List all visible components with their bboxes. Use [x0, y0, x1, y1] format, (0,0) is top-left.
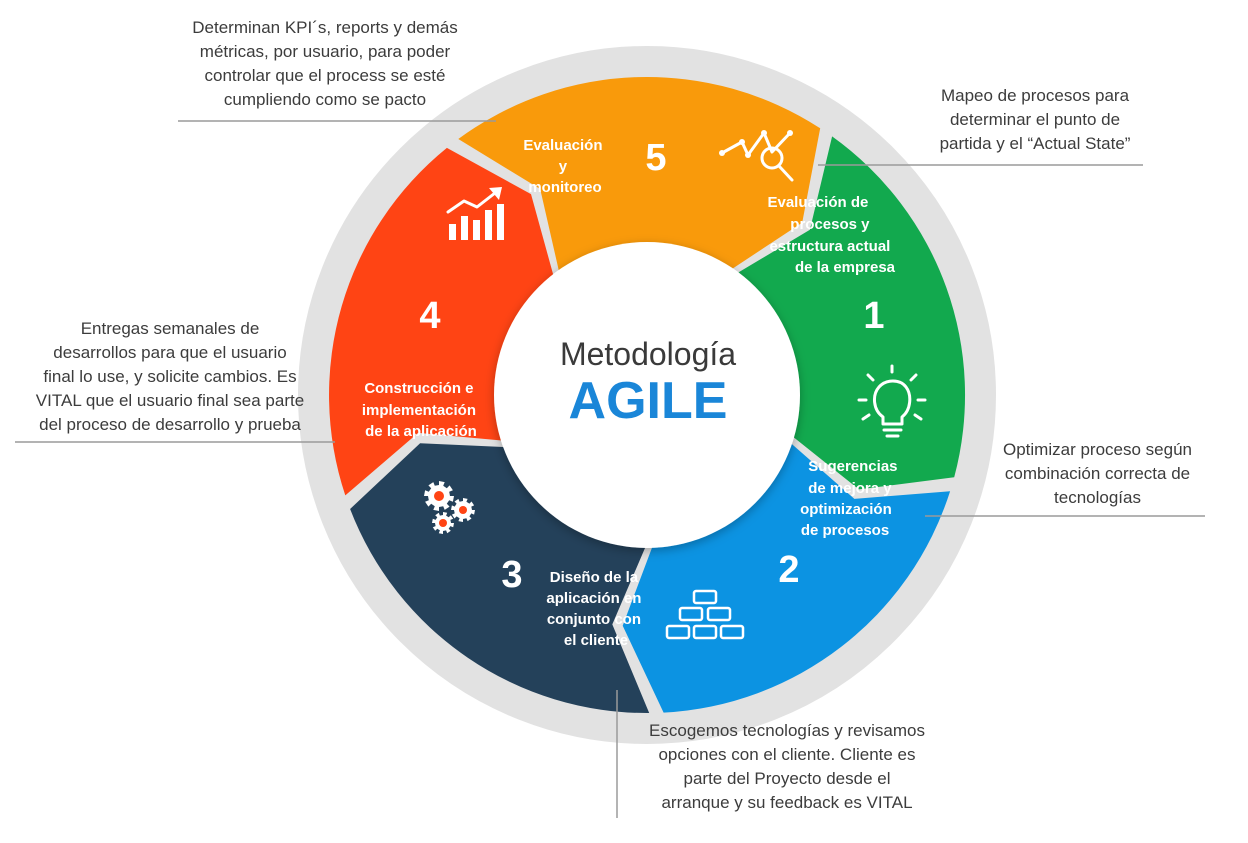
gears-icon	[424, 481, 475, 534]
segment-step-2	[622, 439, 951, 713]
step-4-number: 4	[419, 295, 440, 337]
chart-magnifier-icon	[719, 130, 794, 182]
segment-step-1	[732, 136, 966, 490]
note-step-2: Optimizar proceso según combinación corr…	[1003, 440, 1192, 507]
step-1-title: Evaluación de procesos y estructura actu…	[767, 194, 895, 276]
step-1-number: 1	[863, 295, 884, 337]
gear-hole	[434, 491, 444, 501]
segment-step-5	[458, 76, 821, 278]
step-2-title: Sugerencias de mejora y optimización de …	[800, 458, 902, 539]
center-agile: AGILE	[569, 372, 728, 430]
note-step-3: Escogemos tecnologías y revisamos opcion…	[649, 721, 925, 812]
growth-chart-icon	[446, 187, 504, 240]
step-3-title: Diseño de la aplicación en conjunto con …	[546, 569, 645, 649]
step-5-number: 5	[645, 137, 666, 179]
step-4-title: Construcción e implementación de la apli…	[362, 380, 480, 440]
note-step-4: Entregas semanales de desarrollos para q…	[35, 319, 305, 434]
step-5-title: Evaluación y monitoreo	[523, 137, 606, 196]
gear-hole	[459, 506, 467, 514]
step-2-number: 2	[778, 549, 799, 591]
gear-hole	[439, 519, 447, 527]
center-title: Metodología	[560, 336, 736, 372]
bricks-icon	[665, 589, 745, 640]
leader-lines	[15, 120, 1205, 818]
lightbulb-icon	[857, 364, 927, 438]
center-circle	[494, 242, 800, 548]
note-step-1: Mapeo de procesos para determinar el pun…	[939, 86, 1131, 153]
step-3-number: 3	[501, 554, 522, 596]
segment-step-3	[350, 443, 650, 714]
note-step-5: Determinan KPI´s, reports y demás métric…	[192, 18, 458, 109]
